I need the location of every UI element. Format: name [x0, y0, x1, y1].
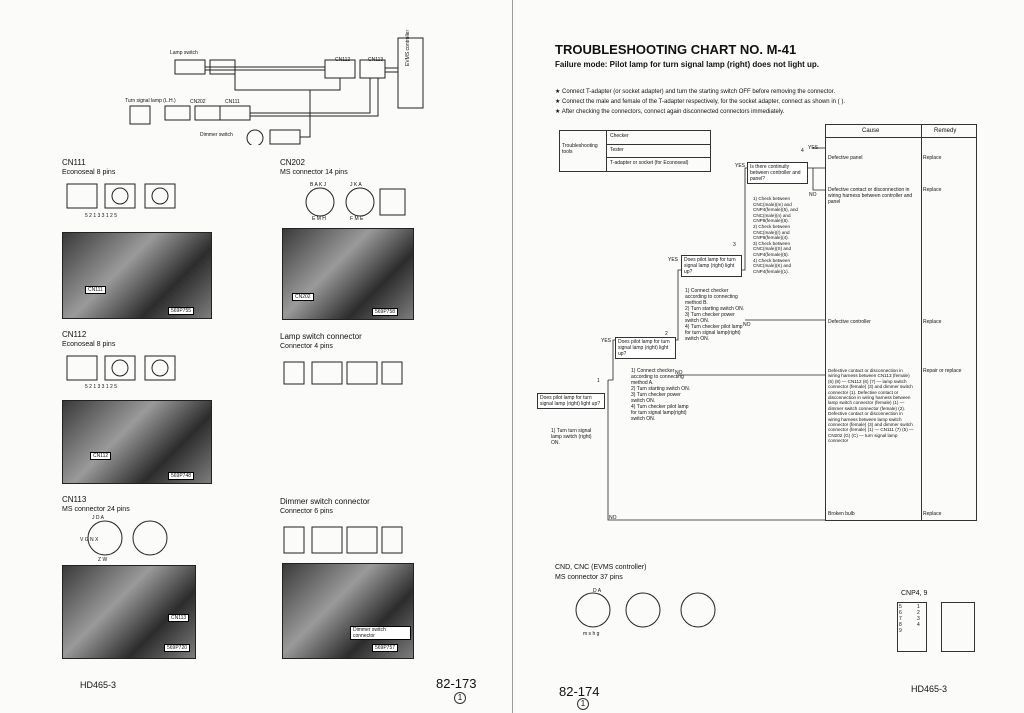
- cause-1: Defective panel: [828, 155, 863, 161]
- node-1: 1: [597, 378, 600, 384]
- right-page-number: 82-174: [559, 684, 600, 699]
- right-page: TROUBLESHOOTING CHART NO. M-41 Failure m…: [512, 0, 1024, 713]
- flow-lines: [607, 147, 825, 521]
- tool-tester: Tester: [610, 147, 624, 153]
- cn111-photo-label: CN111: [85, 286, 106, 294]
- cnp-connector-a: [897, 602, 927, 652]
- cn111-photo-ref: 569P755: [168, 307, 195, 315]
- node-4: 4: [801, 148, 804, 154]
- cn202-pin-diagram: [305, 187, 406, 217]
- cn112-photo-ref: 569P748: [168, 472, 195, 480]
- left-page: Lamp switch Turn signal lamp (L.H.) CN20…: [62, 29, 477, 704]
- yes-label-1: YES: [601, 338, 612, 344]
- cause-3: Defective controller: [828, 319, 871, 325]
- note-3: ★ After checking the connectors, connect…: [555, 109, 785, 115]
- lamp-switch-label: Lamp switch: [170, 50, 198, 56]
- cn113-photo-label: CN113: [168, 614, 190, 622]
- right-page-sub: 1: [577, 698, 589, 710]
- cn202-photo-ref: 569P758: [372, 308, 399, 316]
- tool-tadapter: T-adapter or socket (for Econoseal): [610, 160, 689, 166]
- left-page-number: 82-173: [436, 676, 477, 691]
- flow-box-1: Does pilot lamp for turn signal lamp (ri…: [537, 393, 605, 409]
- no-label-2: NO: [743, 322, 751, 328]
- flow-box-2: Does pilot lamp for turn signal lamp (ri…: [615, 337, 676, 359]
- cn111-photo: [62, 232, 212, 319]
- cn113-pin-diagram: [87, 520, 168, 556]
- cn202-photo-label: CN202: [292, 293, 314, 301]
- remedy-2: Replace: [923, 187, 942, 193]
- turn-signal-lamp-label: Turn signal lamp (L.H.): [125, 98, 176, 104]
- left-footer-model: HD465-3: [80, 680, 117, 690]
- cn112-diagram-label: CN112: [335, 57, 351, 63]
- cnd-pin-bot: m s h g: [583, 631, 600, 637]
- node-2: 2: [665, 331, 668, 337]
- remedy-3: Replace: [923, 319, 942, 325]
- remedy-4: Repair or replace: [923, 368, 962, 374]
- cn112-pin-diagram: [66, 355, 176, 381]
- cnd-pin-top: D A: [593, 588, 602, 594]
- cnd-pin-diagram: [575, 592, 716, 628]
- flow-box-3: Does pilot lamp for turn signal lamp (ri…: [681, 255, 742, 277]
- flow-step-2: 1) Connect checker according to connecti…: [631, 368, 691, 422]
- dimmer-switch-photo-label: Dimmer switch connector: [350, 626, 411, 640]
- cn113-diagram-label: CN113: [368, 57, 384, 63]
- dimmer-switch-pin-diagram: [283, 526, 403, 554]
- remedy-1: Replace: [923, 155, 942, 161]
- cause-remedy-table: Cause Remedy: [825, 124, 977, 521]
- cnp-pins-right: 1 2 3 4: [917, 604, 920, 628]
- cn113-photo: [62, 565, 196, 659]
- note-2: ★ Connect the male and female of the T-a…: [555, 99, 845, 105]
- cnd-title: CND, CNC (EVMS controller): [555, 564, 647, 571]
- cause-header: Cause: [862, 128, 880, 134]
- cnp-connector-b: [941, 602, 975, 652]
- tool-checker: Checker: [610, 133, 629, 139]
- no-label-4: NO: [609, 515, 617, 521]
- no-label-1: NO: [675, 370, 683, 376]
- lamp-switch-pin-diagram: [283, 361, 403, 385]
- cnp-title: CNP4, 9: [901, 590, 928, 597]
- left-page-sub: 1: [454, 692, 466, 704]
- flow-step-1: 1) Turn turn signal lamp switch (right) …: [551, 428, 592, 446]
- wiring-diagram: [129, 37, 424, 145]
- dimmer-switch-label: Dimmer switch: [200, 132, 233, 138]
- yes-label-3: YES: [735, 163, 746, 169]
- cnp-pins-left: 5 6 7 8 9: [899, 604, 902, 634]
- note-1: ★ Connect T-adapter (or socket adapter) …: [555, 89, 836, 95]
- cn112-photo-label: CN112: [90, 452, 112, 460]
- dimmer-switch-photo: [282, 563, 414, 659]
- yes-label-4: YES: [808, 145, 819, 151]
- cn202-photo: [282, 228, 414, 320]
- evms-controller-label: EVMS controller: [405, 29, 411, 66]
- remedy-5: Replace: [923, 511, 942, 517]
- flow-step-4: 1) Check between CNC(male)(m) and CNP4(f…: [753, 196, 798, 274]
- cause-5: Broken bulb: [828, 511, 855, 517]
- node-3: 3: [733, 242, 736, 248]
- chart-title: TROUBLESHOOTING CHART NO. M-41: [555, 42, 797, 57]
- cnd-desc: MS connector 37 pins: [555, 574, 623, 581]
- cause-4: Defective contact or disconnection in wi…: [828, 368, 914, 444]
- cn112-photo: [62, 400, 212, 484]
- cn111-pin-diagram: [66, 183, 176, 209]
- failure-mode: Failure mode: Pilot lamp for turn signal…: [555, 60, 819, 69]
- no-label-3: NO: [809, 192, 817, 198]
- right-footer-model: HD465-3: [911, 684, 948, 694]
- tools-table: Troubleshooting tools Checker Tester T-a…: [559, 130, 711, 172]
- tools-label: Troubleshooting tools: [562, 143, 598, 155]
- flow-step-3: 1) Connect checker according to connecti…: [685, 288, 745, 342]
- cause-2: Defective contact or disconnection in wi…: [828, 187, 913, 205]
- dimmer-switch-photo-ref: 569P757: [372, 644, 399, 652]
- cn111-diagram-label: CN111: [225, 99, 240, 105]
- cn113-photo-ref: 569P720: [164, 644, 191, 652]
- remedy-header: Remedy: [934, 128, 957, 134]
- cn202-diagram-label: CN202: [190, 99, 206, 105]
- flow-box-4: Is there continuity between controller a…: [747, 162, 808, 184]
- yes-label-2: YES: [668, 257, 679, 263]
